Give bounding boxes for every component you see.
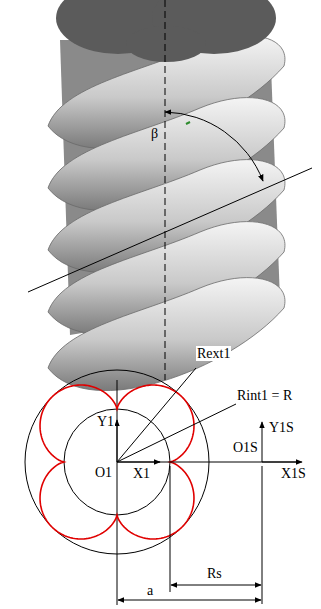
axis-label: Y1 <box>96 414 115 429</box>
extension-line <box>262 466 263 604</box>
beta-mark <box>186 122 190 124</box>
helix-bands <box>48 36 285 391</box>
inner-circle <box>64 409 170 515</box>
vertical-axis <box>117 380 118 605</box>
rotor-axis <box>165 0 166 380</box>
axis-label: X1 <box>132 466 151 481</box>
rotor-end-face <box>56 0 276 62</box>
radius-label: Rext1 <box>196 346 231 361</box>
angle-label: β <box>150 126 159 141</box>
rext-leader <box>117 368 196 462</box>
rint-leader <box>117 404 236 462</box>
rs-dimension <box>171 585 261 586</box>
x1-axis <box>117 462 160 463</box>
helix-band <box>48 278 285 391</box>
y1s-axis <box>262 422 263 462</box>
origin-label: O1S <box>232 440 259 455</box>
y1-axis <box>117 420 118 462</box>
origin-label: O1 <box>94 465 113 480</box>
radius-label: Rint1 = R <box>236 388 293 403</box>
extension-line <box>170 466 171 592</box>
a-dimension <box>118 600 261 601</box>
helix-line <box>28 168 312 292</box>
beta-arc <box>165 112 263 181</box>
x1s-axis <box>262 462 302 463</box>
dimension-label: Rs <box>206 566 223 581</box>
axis-label: X1S <box>280 466 307 481</box>
dimension-label: a <box>146 583 154 598</box>
axis-label: Y1S <box>268 420 295 435</box>
